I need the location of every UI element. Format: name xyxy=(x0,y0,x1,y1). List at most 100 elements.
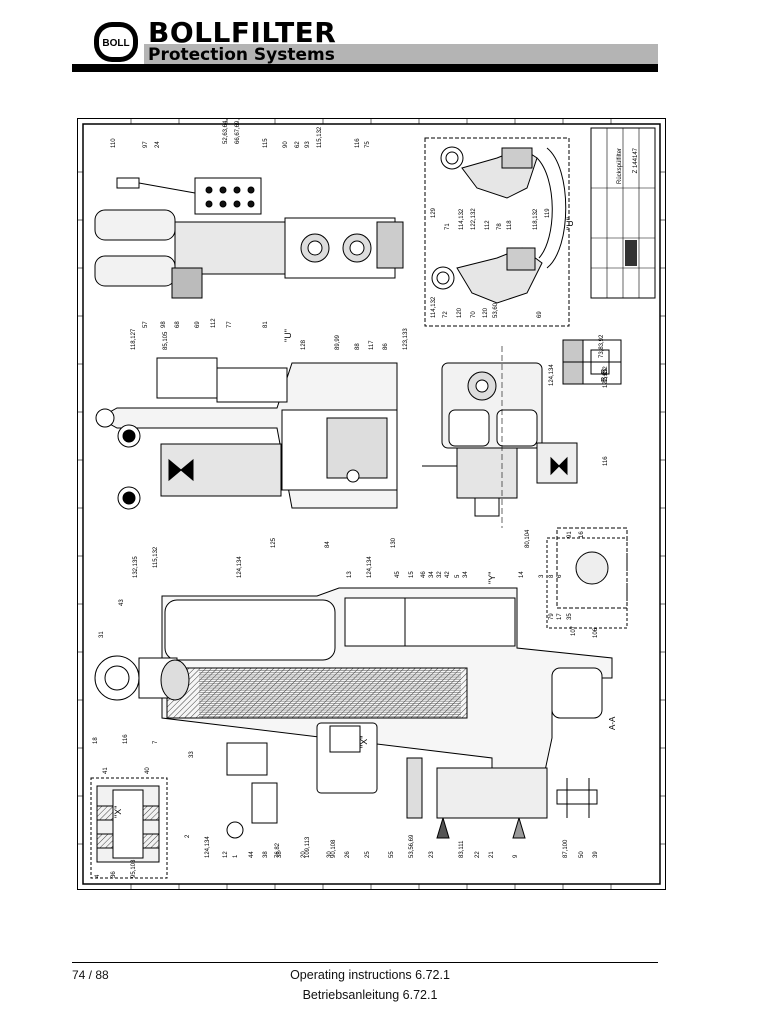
part-number-100: 87,100 xyxy=(563,839,569,858)
part-number-53: 132,135 xyxy=(133,556,139,578)
part-number-8: 62 xyxy=(295,141,301,148)
view-label-x: "X" xyxy=(359,736,369,748)
part-number-3: 24 xyxy=(155,141,161,148)
part-number-65: 14 xyxy=(519,571,525,578)
part-number-31: 120 xyxy=(457,307,463,318)
part-number-11: 116 xyxy=(355,138,361,148)
detail-x xyxy=(90,777,168,879)
part-number-91: 26 xyxy=(345,851,351,858)
brand-tagline: Protection Systems xyxy=(148,45,335,65)
part-number-19: 81 xyxy=(263,321,269,328)
part-number-83: 40 xyxy=(145,767,151,774)
part-number-29: 114,132 xyxy=(431,296,437,318)
part-number-99: 9 xyxy=(513,854,519,858)
part-number-79: 16 xyxy=(579,531,585,538)
part-number-90: 90,108 xyxy=(331,839,337,858)
part-number-66: 43 xyxy=(119,599,125,606)
part-number-78: 91 xyxy=(567,531,573,538)
part-number-72: 3 xyxy=(539,574,545,578)
view-label-b-b: B-B xyxy=(600,369,609,382)
header-bar xyxy=(144,44,658,64)
part-number-24: 112 xyxy=(485,220,491,230)
part-number-9: 93 xyxy=(305,141,311,148)
part-number-52: 115,132 xyxy=(153,546,159,568)
part-number-15: 68 xyxy=(175,321,181,328)
part-number-22: 114,132 xyxy=(459,208,465,230)
part-number-92: 25 xyxy=(365,851,371,858)
side-view-assembly xyxy=(95,357,398,510)
part-number-32: 70 xyxy=(471,311,477,318)
part-number-20: 129 xyxy=(431,207,437,218)
page-number: 74 / 88 xyxy=(72,968,109,982)
part-number-70: 7 xyxy=(153,740,159,744)
part-number-48: 125 xyxy=(271,537,277,548)
part-number-103: 4 xyxy=(95,874,101,878)
part-number-4: 52,63,64,65 xyxy=(223,118,229,144)
view-label-u: "U" xyxy=(283,329,293,342)
part-number-71: 33 xyxy=(189,751,195,758)
view-label-u-inset: "U" xyxy=(565,217,575,230)
part-number-84: 2 xyxy=(185,834,191,838)
part-number-10: 115,132 xyxy=(317,126,323,148)
top-view-assembly xyxy=(94,177,404,299)
part-number-23: 122,132 xyxy=(471,208,477,230)
section-b-b xyxy=(562,339,622,385)
part-number-97: 22 xyxy=(475,851,481,858)
part-number-86: 1 xyxy=(233,854,239,858)
part-number-28: 119 xyxy=(545,208,551,218)
part-number-39: 89,99 xyxy=(335,334,341,350)
part-number-95: 23 xyxy=(429,851,435,858)
part-number-69: 116 xyxy=(123,734,129,744)
part-number-34: 53,60 xyxy=(493,302,499,318)
part-number-40: 88 xyxy=(355,343,361,350)
footer-title-english: Operating instructions 6.72.1 xyxy=(290,968,450,982)
part-number-18: 77 xyxy=(227,321,233,328)
part-number-75: 79 xyxy=(549,613,555,620)
part-number-105: 95,103 xyxy=(131,859,137,878)
logo-text: BOLL xyxy=(102,38,129,49)
part-number-64: 34 xyxy=(463,571,469,578)
part-number-88: 38 xyxy=(277,851,283,858)
part-number-67: 31 xyxy=(99,631,105,638)
part-number-16: 69 xyxy=(195,321,201,328)
part-number-14: 98 xyxy=(161,321,167,328)
part-number-94: 53,56,69 xyxy=(409,834,415,858)
part-number-5: 66,67,69,94 xyxy=(235,118,241,144)
title-block-name: Rückspülfilter xyxy=(617,148,623,184)
part-number-21: 71 xyxy=(445,223,451,230)
part-number-58: 15 xyxy=(409,571,415,578)
part-number-57: 45 xyxy=(395,571,401,578)
part-number-1: 110 xyxy=(111,138,117,148)
part-number-104: 36 xyxy=(111,871,117,878)
view-label-a-a: A-A xyxy=(608,716,617,730)
part-number-27: 118,132 xyxy=(533,208,539,230)
header-underline xyxy=(72,64,658,72)
part-number-80: 107 xyxy=(571,625,577,636)
part-number-89: 109,113 xyxy=(305,836,311,858)
part-number-25: 78 xyxy=(497,223,503,230)
part-number-56: 124,134 xyxy=(367,556,373,578)
longitudinal-section xyxy=(94,527,628,839)
part-number-85: 124,134 xyxy=(205,836,211,858)
part-number-6: 115 xyxy=(263,138,269,148)
part-number-13: 57 xyxy=(143,321,149,328)
part-number-107: 44 xyxy=(249,851,255,858)
part-number-51: 80,104 xyxy=(525,529,531,548)
part-number-109: 20 xyxy=(301,851,307,858)
part-number-2: 97 xyxy=(143,141,149,148)
part-number-54: 124,134 xyxy=(237,556,243,578)
part-number-12: 75 xyxy=(365,141,371,148)
part-number-33: 120 xyxy=(483,307,489,318)
part-number-74: 6 xyxy=(557,574,563,578)
part-number-26: 118 xyxy=(507,220,513,230)
footer-rule xyxy=(72,962,658,963)
part-number-35: 69 xyxy=(537,311,543,318)
bollfilter-logo: BOLL xyxy=(92,20,140,64)
part-number-93: 55 xyxy=(389,851,395,858)
title-block-number: Z 144147 xyxy=(633,147,639,173)
brand-name: BOLLFILTER xyxy=(148,16,337,49)
part-number-59: 46 xyxy=(421,571,427,578)
part-number-102: 39 xyxy=(593,851,599,858)
part-number-55: 13 xyxy=(347,571,353,578)
